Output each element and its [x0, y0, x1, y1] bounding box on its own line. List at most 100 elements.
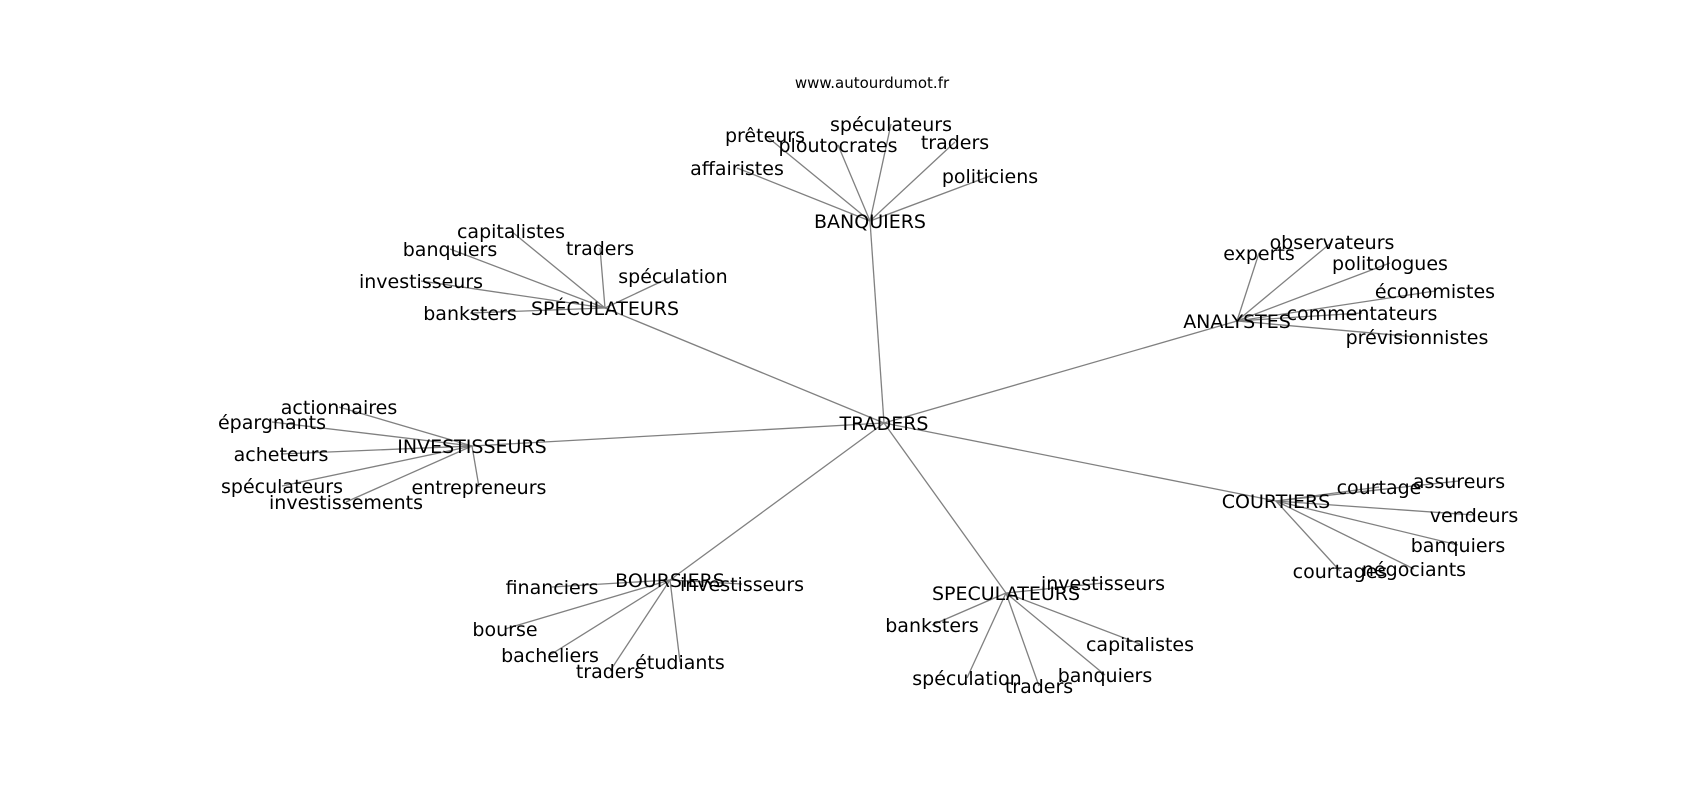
- edge-group-to-leaf: [449, 248, 606, 309]
- root-node-label: TRADERS: [839, 413, 929, 435]
- leaf-node-label: traders: [921, 132, 989, 154]
- leaf-node-label: investissements: [269, 492, 423, 514]
- leaf-node-label: spéculateurs: [221, 476, 343, 498]
- edge-group-to-leaf: [669, 579, 743, 585]
- edge-group-to-leaf: [1236, 252, 1260, 322]
- leaf-node-label: banquiers: [1058, 665, 1153, 687]
- leaf-node-label: politiciens: [942, 166, 1038, 188]
- edge-group-to-leaf: [837, 144, 871, 222]
- leaf-node-label: investisseurs: [680, 574, 804, 596]
- leaf-node-label: prêteurs: [725, 125, 805, 147]
- leaf-node-label: banksters: [885, 615, 979, 637]
- leaf-node-label: traders: [576, 661, 644, 683]
- edge-group-to-leaf: [1005, 592, 1106, 676]
- edge-group-to-leaf: [345, 445, 473, 503]
- leaf-node-label: investisseurs: [1041, 573, 1165, 595]
- leaf-node-label: bacheliers: [501, 645, 599, 667]
- edge-root-to-group: [869, 220, 885, 424]
- edge-group-to-leaf: [1236, 320, 1418, 338]
- leaf-node-label: bourse: [472, 619, 537, 641]
- leaf-node-label: banquiers: [1411, 535, 1506, 557]
- edge-group-to-leaf: [471, 445, 480, 488]
- leaf-node-label: observateurs: [1270, 232, 1395, 254]
- leaf-node-label: commentateurs: [1287, 303, 1438, 325]
- leaf-node-label: banksters: [423, 303, 517, 325]
- group-node-label: BANQUIERS: [814, 211, 926, 233]
- leaf-node-label: épargnants: [218, 412, 326, 434]
- leaf-node-label: traders: [566, 238, 634, 260]
- edge-group-to-leaf: [510, 230, 606, 309]
- group-node-label: COURTIERS: [1222, 491, 1330, 513]
- edge-group-to-leaf: [869, 123, 892, 222]
- leaf-node-label: actionnaires: [281, 397, 397, 419]
- leaf-node-label: vendeurs: [1430, 505, 1518, 527]
- edge-root-to-group: [883, 320, 1238, 424]
- leaf-node-label: assureurs: [1413, 471, 1505, 493]
- leaf-node-label: étudiants: [635, 652, 725, 674]
- group-node-label: SPECULATEURS: [932, 583, 1080, 605]
- edge-group-to-leaf: [931, 592, 1007, 626]
- source-watermark: www.autourdumot.fr: [795, 74, 950, 92]
- edge-root-to-group: [604, 307, 885, 424]
- edge-group-to-leaf: [549, 579, 671, 656]
- edge-group-to-leaf: [1005, 582, 1104, 594]
- leaf-node-label: négociants: [1362, 559, 1466, 581]
- leaf-node-label: courtage: [1337, 477, 1422, 499]
- edge-group-to-leaf: [1236, 241, 1333, 322]
- edge-group-to-leaf: [1275, 500, 1459, 546]
- group-node-label: BOURSIERS: [615, 570, 725, 592]
- leaf-node-label: économistes: [1375, 281, 1495, 303]
- edge-group-to-leaf: [1236, 290, 1436, 322]
- edge-group-to-leaf: [551, 579, 671, 588]
- edge-group-to-leaf: [420, 280, 606, 309]
- group-node-label: ANALYSTES: [1183, 311, 1291, 333]
- edge-group-to-leaf: [736, 167, 871, 222]
- edge-root-to-group: [883, 422, 1007, 594]
- leaf-node-label: politologues: [1332, 253, 1448, 275]
- edge-root-to-group: [669, 422, 885, 581]
- edge-group-to-leaf: [1275, 480, 1460, 502]
- group-node-label: INVESTISSEURS: [397, 436, 546, 458]
- edge-group-to-leaf: [764, 134, 871, 222]
- leaf-node-label: spéculateurs: [830, 114, 952, 136]
- edge-group-to-leaf: [1005, 592, 1040, 687]
- leaf-node-label: traders: [1005, 676, 1073, 698]
- leaf-node-label: financiers: [506, 577, 599, 599]
- leaf-node-label: entrepreneurs: [412, 477, 547, 499]
- leaf-node-label: banquiers: [403, 239, 498, 261]
- group-node-label: SPÉCULATEURS: [531, 297, 679, 320]
- leaf-node-label: acheteurs: [234, 444, 329, 466]
- graph-edges: [271, 123, 1475, 687]
- leaf-node-label: investisseurs: [359, 271, 483, 293]
- leaf-node-label: spéculation: [618, 266, 727, 288]
- leaf-node-label: experts: [1223, 243, 1295, 265]
- edge-group-to-leaf: [869, 141, 956, 222]
- edge-group-to-leaf: [1275, 500, 1475, 516]
- edge-group-to-leaf: [1275, 500, 1341, 572]
- leaf-node-label: prévisionnistes: [1346, 327, 1489, 349]
- edge-group-to-leaf: [966, 592, 1007, 679]
- leaf-node-label: spéculation: [912, 668, 1021, 690]
- edge-group-to-leaf: [338, 406, 473, 447]
- edge-group-to-leaf: [1005, 592, 1141, 645]
- edge-group-to-leaf: [609, 579, 671, 672]
- edge-group-to-leaf: [469, 307, 606, 314]
- edge-group-to-leaf: [1236, 312, 1363, 322]
- edge-group-to-leaf: [669, 579, 681, 663]
- edge-group-to-leaf: [604, 275, 674, 309]
- leaf-node-label: capitalistes: [1086, 634, 1194, 656]
- edge-group-to-leaf: [504, 579, 671, 630]
- edge-root-to-group: [883, 422, 1277, 502]
- edge-group-to-leaf: [281, 445, 473, 487]
- edge-group-to-leaf: [599, 247, 606, 309]
- edge-group-to-leaf: [280, 445, 473, 455]
- leaf-node-label: courtages: [1293, 561, 1388, 583]
- edge-group-to-leaf: [271, 421, 473, 447]
- edge-group-to-leaf: [1236, 262, 1391, 322]
- edge-group-to-leaf: [869, 175, 991, 222]
- leaf-node-label: capitalistes: [457, 221, 565, 243]
- edge-root-to-group: [471, 422, 885, 447]
- leaf-node-label: ploutocrates: [778, 135, 897, 157]
